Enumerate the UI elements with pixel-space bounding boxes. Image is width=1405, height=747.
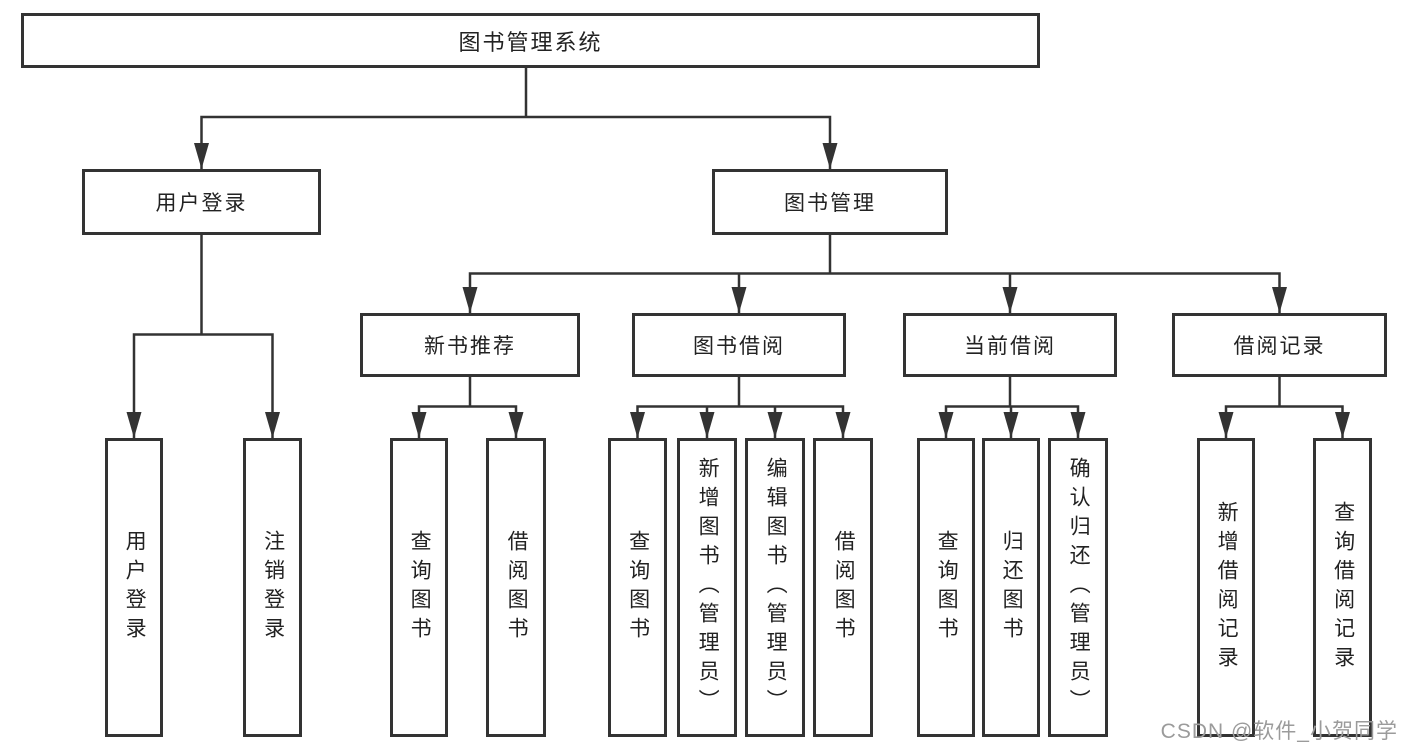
arrowhead-down: [194, 143, 209, 169]
node-user-login-label: 用户登录: [155, 192, 248, 215]
node-nbr-borrow-books: 借阅图书: [486, 438, 546, 737]
edge-bookborrow-to-children: [636, 377, 845, 438]
node-cb-confirm-return-admin-label: 确认归还（管理员）: [1067, 457, 1091, 718]
node-logout-leaf: 注销登录: [243, 438, 302, 737]
arrowhead-down: [1003, 412, 1019, 438]
arrowhead-down: [462, 287, 478, 313]
arrowhead-down: [938, 412, 954, 438]
node-nbr-borrow-books-label: 借阅图书: [505, 529, 529, 646]
node-cb-return-books: 归还图书: [982, 438, 1040, 737]
node-bb-borrow-books: 借阅图书: [813, 438, 873, 737]
arrowhead-down: [699, 412, 715, 438]
node-bb-edit-books-admin-label: 编辑图书（管理员）: [764, 457, 788, 718]
arrowhead-down: [630, 412, 645, 438]
edge-bookmgmt-to-level3: [468, 235, 1281, 313]
node-br-query-record: 查询借阅记录: [1313, 438, 1372, 737]
node-cb-confirm-return-admin: 确认归还（管理员）: [1048, 438, 1108, 737]
arrowhead-down: [411, 412, 427, 438]
node-user-login-leaf-label: 用户登录: [123, 529, 147, 646]
arrowhead-down: [1272, 287, 1287, 313]
node-cb-query-books: 查询图书: [917, 438, 975, 737]
edge-root-to-level2: [200, 68, 832, 169]
node-book-management-label: 图书管理: [784, 192, 876, 215]
node-user-login-leaf: 用户登录: [105, 438, 163, 737]
node-user-login: 用户登录: [82, 169, 321, 235]
node-book-borrowing-label: 图书借阅: [693, 335, 785, 358]
arrowhead-down: [1070, 412, 1086, 438]
node-bb-edit-books-admin: 编辑图书（管理员）: [745, 438, 805, 737]
node-root: 图书管理系统: [21, 13, 1040, 68]
arrowhead-down: [508, 412, 524, 438]
arrowhead-down: [767, 412, 783, 438]
node-current-borrowing-label: 当前借阅: [964, 335, 1056, 358]
arrowhead-down: [1335, 412, 1350, 438]
node-book-borrowing: 图书借阅: [632, 313, 846, 377]
node-nbr-query-books: 查询图书: [390, 438, 448, 737]
node-br-add-record-label: 新增借阅记录: [1215, 500, 1239, 675]
node-book-management: 图书管理: [712, 169, 948, 235]
arrowhead-down: [822, 143, 838, 169]
node-borrowing-records-label: 借阅记录: [1233, 335, 1326, 358]
arrowhead-down: [731, 287, 747, 313]
node-current-borrowing: 当前借阅: [903, 313, 1117, 377]
node-borrowing-records: 借阅记录: [1172, 313, 1387, 377]
node-bb-borrow-books-label: 借阅图书: [832, 529, 856, 646]
node-new-book-recommend: 新书推荐: [360, 313, 580, 377]
arrowhead-down: [835, 412, 851, 438]
node-bb-query-books-label: 查询图书: [626, 529, 650, 646]
csdn-watermark: CSDN @软件_小贺同学: [1160, 720, 1398, 743]
arrowhead-down: [1002, 287, 1018, 313]
node-logout-leaf-label: 注销登录: [261, 529, 285, 646]
node-root-label: 图书管理系统: [458, 29, 603, 55]
node-nbr-query-books-label: 查询图书: [408, 529, 432, 646]
node-cb-return-books-label: 归还图书: [1000, 529, 1024, 646]
arrowhead-down: [126, 412, 142, 438]
edge-newbookrec-to-children: [417, 377, 518, 438]
node-bb-add-books-admin: 新增图书（管理员）: [677, 438, 737, 737]
edge-borrowrecords-to-children: [1224, 377, 1344, 438]
node-new-book-recommend-label: 新书推荐: [424, 335, 516, 358]
node-br-add-record: 新增借阅记录: [1197, 438, 1255, 737]
edge-userlogin-to-children: [132, 235, 274, 438]
arrowhead-down: [1218, 412, 1234, 438]
node-bb-query-books: 查询图书: [608, 438, 667, 737]
node-cb-query-books-label: 查询图书: [935, 529, 959, 646]
node-bb-add-books-admin-label: 新增图书（管理员）: [696, 457, 720, 718]
arrowhead-down: [265, 412, 280, 438]
arrowheads: [126, 143, 1350, 438]
node-br-query-record-label: 查询借阅记录: [1331, 500, 1355, 675]
